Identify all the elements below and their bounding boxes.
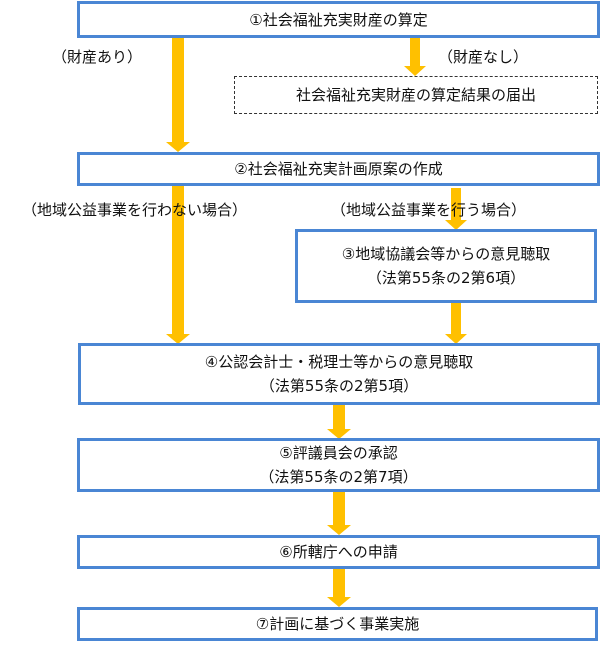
- step-7-text: ⑦計画に基づく事業実施: [255, 615, 420, 633]
- label-with-assets: （財産あり）: [52, 48, 143, 66]
- step-2-text: ②社会福祉充実計画原案の作成: [234, 160, 443, 178]
- report-box: 社会福祉充実財産の算定結果の届出: [234, 76, 598, 114]
- arrow-s4-to-s5: [327, 396, 351, 439]
- arrow-s3-to-s4: [445, 300, 467, 344]
- report-text: 社会福祉充実財産の算定結果の届出: [295, 86, 536, 104]
- step-4-law: （法第55条の2第5項）: [259, 377, 419, 395]
- arrow-s1-to-s2: [166, 32, 190, 152]
- step-4-text: ④公認会計士・税理士等からの意見聴取: [204, 353, 474, 371]
- arrow-s2-to-s3: [445, 188, 467, 230]
- step-4-box: ④公認会計士・税理士等からの意見聴取 （法第55条の2第5項）: [78, 343, 600, 405]
- step-6-box: ⑥所轄庁への申請: [77, 535, 600, 569]
- step-3-law: （法第55条の2第6項）: [366, 269, 526, 287]
- step-3-text: ③地域協議会等からの意見聴取: [341, 245, 551, 263]
- step-2-box: ②社会福祉充実計画原案の作成: [77, 152, 600, 186]
- label-no-local-project: （地域公益事業を行わない場合）: [22, 201, 248, 219]
- step-5-law: （法第55条の2第7項）: [259, 468, 418, 486]
- arrow-s2-to-s4: [166, 182, 190, 344]
- step-5-text: ⑤評議員会の承認: [279, 444, 398, 462]
- step-3-box: ③地域協議会等からの意見聴取 （法第55条の2第6項）: [295, 229, 597, 303]
- arrow-s6-to-s7: [327, 566, 351, 607]
- step-1-text: ①社会福祉充実財産の算定: [249, 10, 428, 29]
- step-7-box: ⑦計画に基づく事業実施: [77, 607, 598, 641]
- step-5-box: ⑤評議員会の承認 （法第55条の2第7項）: [77, 438, 600, 492]
- step-6-text: ⑥所轄庁への申請: [279, 543, 398, 561]
- label-local-project: （地域公益事業を行う場合）: [331, 201, 527, 219]
- arrow-s5-to-s6: [327, 488, 351, 535]
- label-no-assets: （財産なし）: [438, 48, 529, 66]
- step-1-box: ①社会福祉充実財産の算定: [77, 1, 600, 38]
- arrow-s1-to-report: [404, 32, 426, 76]
